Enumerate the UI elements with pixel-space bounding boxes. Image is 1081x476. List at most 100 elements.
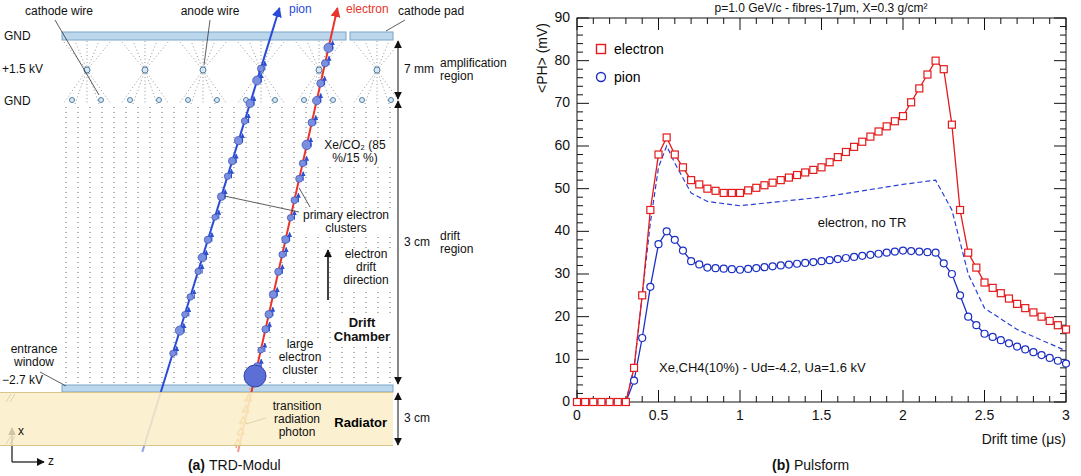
marker-pion: [574, 228, 1070, 406]
marker-pion: [997, 337, 1004, 344]
axis-ticks: [854, 396, 855, 402]
marker-pion: [606, 399, 613, 406]
marker-electron: [1030, 309, 1037, 316]
axis-ticks: [1060, 265, 1066, 266]
electron-cluster: [320, 94, 321, 103]
marker-pion: [834, 256, 841, 263]
electron-cluster: [261, 73, 262, 82]
tick-label: 0.5: [649, 408, 668, 423]
amplification-field: [377, 41, 389, 70]
plot-frame: [577, 18, 1066, 402]
axis-ticks: [1060, 393, 1066, 394]
marker-electron: [761, 182, 768, 189]
marker-electron: [671, 151, 678, 158]
marker-pion: [924, 249, 931, 256]
axis-ticks: [577, 316, 589, 317]
axis-ticks: [1054, 402, 1066, 403]
axis-ticks: [577, 231, 589, 232]
axis-ticks: [723, 396, 724, 402]
marker-pion: [875, 250, 882, 257]
electron-cluster: [324, 76, 325, 85]
marker-pion: [1038, 352, 1045, 359]
marker-electron: [728, 189, 735, 196]
electron-cluster: [224, 173, 230, 179]
electron-cluster: [202, 264, 203, 273]
electron-cluster: [170, 350, 176, 356]
marker-electron: [1038, 313, 1045, 320]
track-label: electron: [346, 3, 389, 16]
amplification-field: [319, 41, 343, 70]
amplification-field: [365, 41, 377, 70]
axis-ticks: [821, 18, 822, 30]
marker-pion: [671, 236, 678, 243]
axis-ticks: [577, 154, 583, 155]
electron-cluster: [236, 154, 237, 163]
electron-cluster: [248, 114, 249, 123]
axis-ticks: [903, 390, 904, 402]
marker-pion: [1030, 349, 1037, 356]
marker-electron: [989, 284, 996, 291]
marker-electron: [981, 279, 988, 286]
axis-ticks: [1060, 163, 1066, 164]
electron-cluster: [269, 322, 270, 331]
marker-pion: [737, 266, 744, 273]
axis-ticks: [1060, 376, 1066, 377]
axis-ticks: [707, 18, 708, 24]
amplification-field: [191, 41, 203, 70]
axis-ticks: [951, 18, 952, 24]
marker-electron: [582, 399, 589, 406]
axis-ticks: [935, 18, 936, 24]
wires: [186, 98, 191, 103]
wires: [273, 98, 278, 103]
axis-ticks: [1060, 69, 1066, 70]
axis-ticks: [951, 396, 952, 402]
marker-pion: [973, 322, 980, 329]
tick-label: 10: [554, 352, 570, 367]
marker-electron: [598, 399, 605, 406]
electron-cluster: [242, 134, 243, 143]
axis-ticks: [577, 384, 583, 385]
axis-ticks: [1060, 222, 1066, 223]
marker-electron: [859, 138, 866, 145]
axis-ticks: [837, 18, 838, 24]
leader-line: [40, 20, 405, 424]
marker-electron: [900, 113, 907, 120]
axis-ticks: [756, 396, 757, 402]
marker-pion: [712, 265, 719, 272]
amplification-field: [261, 70, 285, 104]
marker-electron: [826, 159, 833, 166]
axis-ticks: [756, 18, 757, 24]
axis-ticks: [1060, 384, 1066, 385]
axis-ticks: [577, 146, 589, 147]
marker-pion: [867, 251, 874, 258]
marker-electron: [908, 99, 915, 106]
axis-ticks: [577, 248, 583, 249]
marker-electron: [663, 134, 670, 141]
tick-label: 60: [554, 138, 570, 153]
marker-pion: [981, 330, 988, 337]
marker-electron: [606, 399, 613, 406]
electrode-plane: [350, 32, 393, 40]
axis-ticks: [577, 188, 589, 189]
amplification-field: [307, 41, 319, 70]
coordinate-axes: [12, 461, 44, 462]
axis-ticks: [1060, 350, 1066, 351]
marker-electron: [810, 166, 817, 173]
axis-ticks: [577, 77, 583, 78]
axis-label: x: [18, 425, 24, 438]
marker-electron: [631, 364, 638, 371]
tick-label: 80: [554, 53, 570, 68]
electron-cluster: [195, 268, 201, 274]
tick-label: 1.5: [812, 408, 831, 423]
axis-ticks: [854, 18, 855, 24]
voltage-label: +1.5 kV: [2, 63, 43, 76]
electron-cluster: [228, 157, 236, 165]
electron-cluster: [211, 233, 212, 242]
axis-ticks: [1060, 205, 1066, 206]
tick-label: 2: [899, 408, 907, 423]
amplification-field: [237, 70, 261, 104]
axis-ticks: [577, 103, 589, 104]
electron-cluster: [324, 43, 333, 52]
tick-label: 0: [562, 394, 570, 409]
marker-pion: [574, 399, 581, 406]
